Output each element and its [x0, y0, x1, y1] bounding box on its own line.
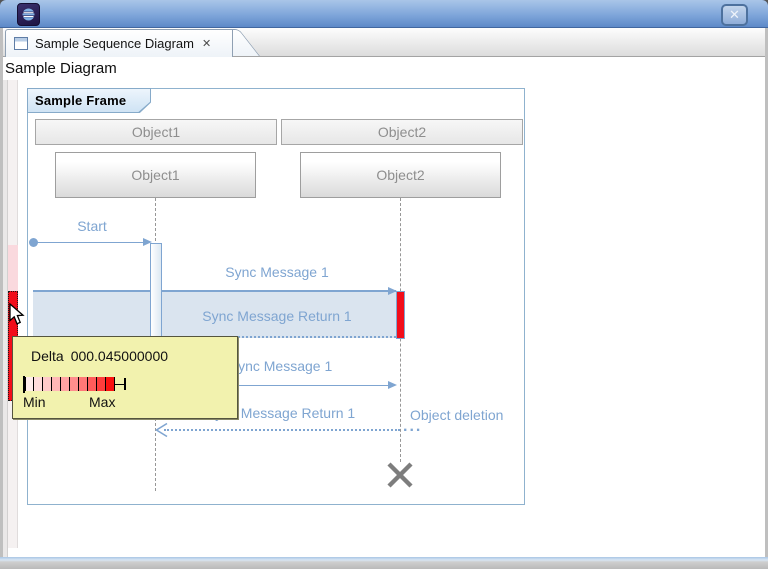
arrowhead-sync-call: [388, 286, 397, 295]
object-deletion-cross-icon[interactable]: [386, 461, 414, 489]
eclipse-app-icon: [17, 3, 40, 26]
page-break-ellipsis: ...: [403, 418, 423, 435]
time-range-segment-min[interactable]: [8, 245, 18, 291]
arrowhead-start: [143, 238, 152, 246]
message-line-async-return[interactable]: [164, 429, 400, 431]
left-gutter: [2, 80, 8, 557]
scale-segments: [25, 377, 115, 391]
scale-segment: [88, 377, 97, 391]
open-arrowhead-async-return: [155, 422, 168, 438]
view-tab-strip: Sample Sequence Diagram ✕: [3, 28, 765, 84]
scale-segment: [70, 377, 79, 391]
scale-segment: [106, 377, 115, 391]
window-border-bottom: [0, 557, 768, 569]
delta-label: Delta: [31, 348, 64, 364]
message-label-async-call[interactable]: Async Message 1: [221, 358, 333, 374]
message-label-sync-return[interactable]: Sync Message Return 1: [202, 308, 352, 324]
window-close-button[interactable]: ✕: [721, 4, 748, 26]
delta-scale-bar: [23, 375, 126, 393]
arrowhead-async-call: [388, 380, 397, 389]
eclipse-logo-icon: [22, 8, 35, 21]
lifeline-box-object2[interactable]: Object2: [300, 152, 501, 198]
window-border-left: [0, 28, 3, 557]
tab-sample-sequence-diagram[interactable]: Sample Sequence Diagram ✕: [5, 29, 233, 57]
scale-segment: [97, 377, 106, 391]
frame-label: Sample Frame: [35, 93, 127, 108]
scale-connector: [115, 383, 124, 385]
execution-bar-object2-selected[interactable]: [396, 291, 405, 339]
delta-value: 000.045000000: [70, 348, 169, 364]
scale-max-label: Max: [89, 394, 116, 410]
lifeline-header-object1[interactable]: Object1: [35, 119, 277, 145]
message-line-start[interactable]: [33, 242, 144, 243]
window-border-right: [765, 28, 768, 557]
delta-tooltip: Delta 000.045000000 Min Max: [12, 336, 238, 419]
mouse-cursor: [9, 303, 25, 325]
diagram-name-header: Sample Diagram: [3, 57, 765, 80]
window-titlebar[interactable]: ✕: [0, 0, 768, 28]
scale-min-label: Min: [23, 394, 46, 410]
scale-segment: [43, 377, 52, 391]
lifeline-box-object1[interactable]: Object1: [55, 152, 256, 198]
message-label-sync-call[interactable]: Sync Message 1: [225, 264, 329, 280]
scale-segment: [25, 377, 34, 391]
scale-segment: [61, 377, 70, 391]
scale-end-tick: [124, 378, 126, 390]
scale-segment: [79, 377, 88, 391]
tab-close-icon[interactable]: ✕: [201, 38, 212, 50]
tab-label: Sample Sequence Diagram: [35, 36, 194, 51]
diagram-name-label: Sample Diagram: [5, 60, 117, 77]
lifeline-header-object2[interactable]: Object2: [281, 119, 523, 145]
view-icon: [14, 37, 28, 50]
scale-segment: [34, 377, 43, 391]
message-line-async-call[interactable]: [162, 384, 389, 386]
message-label-start[interactable]: Start: [77, 218, 107, 234]
scale-start-tick: [23, 375, 25, 393]
scale-segment: [52, 377, 61, 391]
frame-label-tab: Sample Frame: [27, 88, 151, 113]
object-deletion-label: Object deletion: [410, 407, 504, 423]
